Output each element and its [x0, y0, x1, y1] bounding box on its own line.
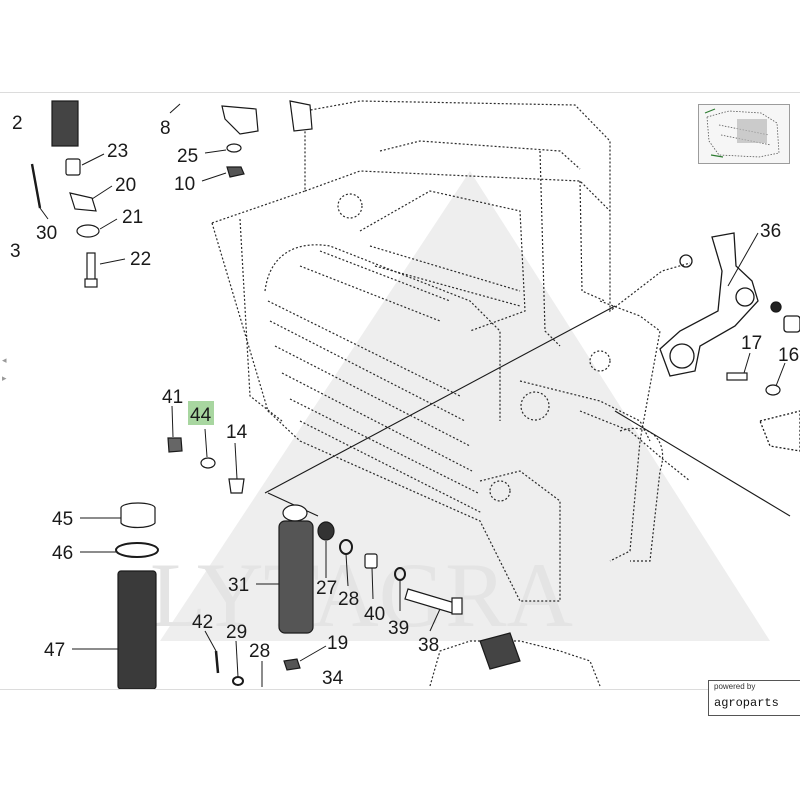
callout-17[interactable]: 17 [741, 333, 762, 354]
callout-19[interactable]: 19 [327, 633, 348, 654]
support-arm-part [659, 232, 800, 452]
callout-27[interactable]: 27 [316, 578, 337, 599]
callout-31[interactable]: 31 [228, 575, 249, 596]
hardware-parts [30, 100, 781, 689]
callout-33[interactable]: 3 [10, 241, 21, 262]
callout-14[interactable]: 14 [226, 422, 248, 443]
callout-28-lower[interactable]: 28 [249, 641, 270, 662]
callout-leaders [39, 103, 786, 687]
callout-28-upper[interactable]: 28 [338, 589, 359, 610]
machine-frame-drawing [211, 100, 691, 687]
diagram-canvas[interactable]: LYTAGRA [0, 92, 800, 690]
callout-29[interactable]: 29 [226, 622, 247, 643]
callout-20[interactable]: 20 [115, 175, 136, 196]
callout-highlight [188, 401, 214, 425]
brand-logo-text: agroparts [714, 696, 779, 710]
callout-10[interactable]: 10 [174, 174, 195, 195]
scroll-right-arrow-icon[interactable]: ▸ [2, 373, 7, 383]
callout-42[interactable]: 42 [192, 612, 213, 633]
exploded-parts-drawing: LYTAGRA [10, 100, 800, 689]
callout-labels: 2 8 23 25 10 20 21 30 3 22 36 17 16 41 4… [10, 113, 799, 689]
callout-16[interactable]: 16 [778, 345, 799, 366]
callout-38[interactable]: 38 [418, 635, 439, 656]
callout-41[interactable]: 41 [162, 387, 183, 408]
callout-2[interactable]: 2 [12, 113, 23, 134]
callout-44[interactable]: 44 [190, 405, 212, 426]
callout-34[interactable]: 34 [322, 668, 344, 689]
callout-40[interactable]: 40 [364, 604, 385, 625]
callout-45[interactable]: 45 [52, 509, 73, 530]
callout-46[interactable]: 46 [52, 543, 73, 564]
powered-by-badge[interactable]: powered by agroparts [708, 680, 800, 716]
callout-21[interactable]: 21 [122, 207, 143, 228]
callout-22[interactable]: 22 [130, 249, 151, 270]
scroll-up-arrow-icon[interactable]: ◂ [2, 355, 7, 365]
callout-39[interactable]: 39 [388, 618, 409, 639]
callout-30[interactable]: 30 [36, 223, 57, 244]
callout-23[interactable]: 23 [107, 141, 128, 162]
watermark-text: LYTAGRA [150, 544, 573, 646]
callout-25[interactable]: 25 [177, 146, 198, 167]
powered-by-label: powered by [714, 682, 756, 691]
callout-47[interactable]: 47 [44, 640, 65, 661]
callout-8[interactable]: 8 [160, 118, 171, 139]
callout-36[interactable]: 36 [760, 221, 781, 242]
overview-thumbnail[interactable] [698, 104, 790, 164]
thumbnail-drawing [704, 108, 780, 158]
